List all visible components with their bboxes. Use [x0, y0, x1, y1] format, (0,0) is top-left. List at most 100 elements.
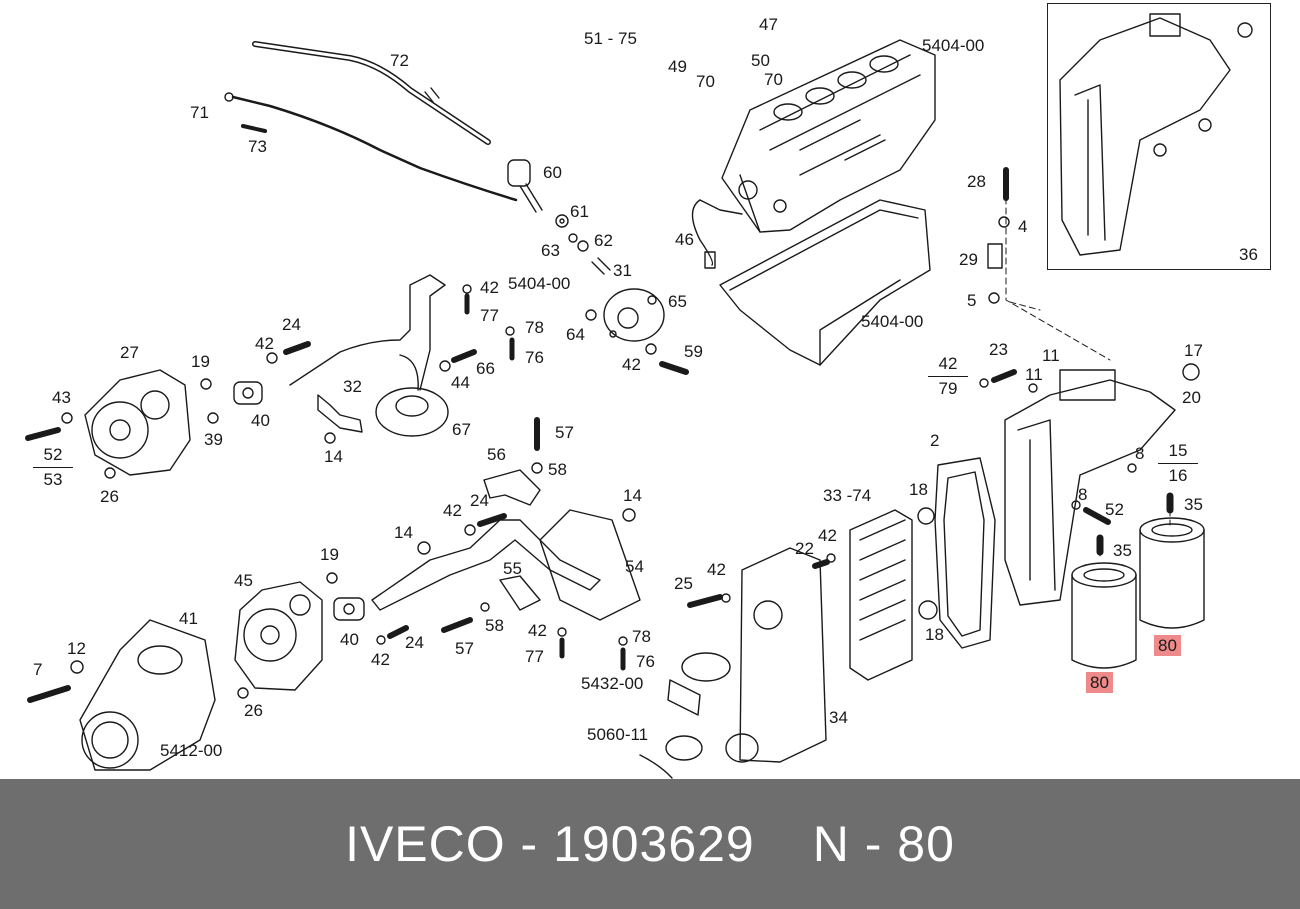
- callout-label: 18: [925, 625, 944, 644]
- fraction-numerator: 42: [928, 354, 968, 377]
- callout-label: 19: [191, 352, 210, 371]
- callout-label: 5060-11: [587, 725, 649, 744]
- fraction-denominator: 79: [938, 378, 958, 398]
- callout-label: 35: [1113, 541, 1132, 560]
- callout-label: 35: [1184, 495, 1203, 514]
- callout-label: 58: [485, 616, 504, 635]
- callout-label: 5432-00: [581, 674, 644, 693]
- callout-label: 60: [543, 163, 562, 182]
- callout-label: 77: [480, 306, 499, 325]
- dipstick-tube: [252, 41, 491, 145]
- callout-label: 42: [528, 621, 547, 640]
- callout-label: 5404-00: [861, 312, 924, 331]
- callout-label: 56: [487, 445, 506, 464]
- callout-label: 47: [759, 15, 778, 34]
- callout-label: 24: [405, 633, 424, 652]
- callout-label: 19: [320, 545, 339, 564]
- inset-frame: [1047, 3, 1271, 270]
- callout-label: 42: [818, 526, 837, 545]
- callout-label: 49: [668, 57, 687, 76]
- sensor-wire: [691, 199, 743, 269]
- callout-label: 29: [959, 250, 978, 269]
- callout-label: 62: [594, 231, 613, 250]
- callout-label: 67: [452, 420, 471, 439]
- oil-pump-upper: [84, 369, 191, 476]
- fraction-denominator: 16: [1168, 465, 1188, 485]
- callout-label: 33 -74: [823, 486, 872, 505]
- bracket: [317, 394, 363, 433]
- callout-label: 77: [525, 647, 544, 666]
- cooler-gasket: [934, 457, 996, 649]
- inset-filter-head: [1059, 13, 1253, 256]
- callout-label: 11: [1042, 346, 1060, 365]
- callout-label: 2: [930, 431, 940, 450]
- callout-label: 57: [455, 639, 474, 658]
- flange: [233, 381, 365, 621]
- fraction-numerator: 15: [1158, 441, 1198, 464]
- breather-part: [507, 159, 543, 213]
- filter-cartridges: [1071, 517, 1205, 669]
- highlighted-part-label: 80: [1154, 635, 1181, 656]
- pipe-clamp: [483, 469, 541, 506]
- callout-label: 59: [684, 342, 703, 361]
- callout-label: 5: [967, 291, 977, 310]
- callout-label: 8: [1135, 444, 1145, 463]
- callout-label: 27: [120, 343, 139, 362]
- callout-label: 63: [541, 241, 560, 260]
- callout-label: 65: [668, 292, 687, 311]
- callout-label: 46: [675, 230, 694, 249]
- diagram-drawing: [25, 13, 1253, 779]
- callout-label: 45: [234, 571, 253, 590]
- pump-cover: [603, 288, 665, 342]
- callout-label: 70: [764, 70, 783, 89]
- diagram-reference: N - 80: [812, 816, 955, 872]
- callout-label: 64: [566, 325, 585, 344]
- callout-label: 71: [190, 103, 209, 122]
- callout-label: 70: [696, 72, 715, 91]
- callout-label: 58: [548, 460, 567, 479]
- callout-label: 5404-00: [508, 274, 571, 293]
- brand-part-number: IVECO - 1903629: [345, 816, 755, 872]
- callout-label: 42: [707, 560, 726, 579]
- hose-parts: [639, 652, 731, 779]
- fraction-callout: 42 79: [928, 354, 968, 398]
- callout-label: 22: [795, 539, 814, 558]
- highlighted-part-label: 80: [1086, 672, 1113, 693]
- callout-label: 5404-00: [922, 36, 985, 55]
- gear-housing: [79, 619, 216, 771]
- callout-label: 17: [1184, 341, 1203, 360]
- callout-label: 57: [555, 423, 574, 442]
- callout-label: 18: [909, 480, 928, 499]
- callout-label: 28: [967, 172, 986, 191]
- engine-block: [721, 39, 936, 233]
- heat-exchanger: [849, 509, 913, 681]
- callout-label: 8: [1078, 485, 1088, 504]
- callout-label: 20: [1182, 388, 1201, 407]
- callout-label: 42: [480, 278, 499, 297]
- callout-label: 34: [829, 708, 848, 727]
- callout-label: 61: [570, 202, 589, 221]
- callout-label: 42: [255, 334, 274, 353]
- callout-label: 4: [1018, 217, 1028, 236]
- cooler-cover: [725, 547, 827, 763]
- delivery-pipe: [371, 509, 641, 621]
- callout-label: 23: [989, 340, 1008, 359]
- footer-text: IVECO - 1903629 N - 80: [345, 815, 955, 873]
- callout-label: 52: [1105, 500, 1124, 519]
- callout-label: 76: [525, 348, 544, 367]
- callout-label: 72: [390, 51, 409, 70]
- callout-label: 51 - 75: [584, 29, 637, 48]
- callout-label: 40: [340, 630, 359, 649]
- callout-label: 14: [623, 486, 642, 505]
- callout-label: 36: [1239, 245, 1258, 264]
- fraction-denominator: 53: [43, 469, 63, 489]
- callout-label: 50: [751, 51, 770, 70]
- callout-label: 55: [503, 559, 522, 578]
- callout-label: 44: [451, 373, 470, 392]
- callout-label: 31: [613, 261, 632, 280]
- oil-pump-lower: [234, 581, 323, 691]
- filter-head: [1004, 369, 1176, 606]
- callout-label: 54: [625, 557, 644, 576]
- callout-label: 26: [100, 487, 119, 506]
- callout-label: 42: [443, 501, 462, 520]
